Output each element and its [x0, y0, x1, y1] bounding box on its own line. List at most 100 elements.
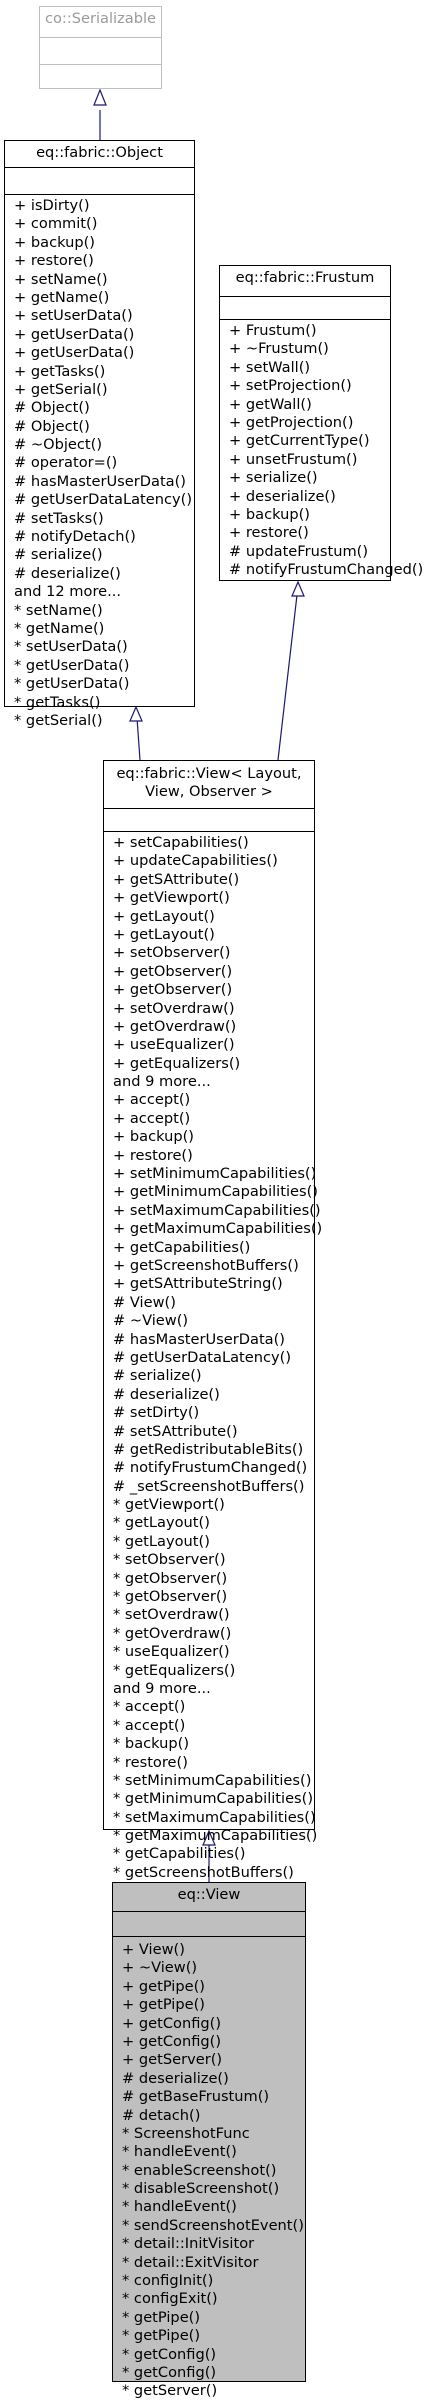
member: and 12 more... [14, 583, 122, 601]
member: + backup() [113, 1128, 194, 1146]
member: # getUserDataLatency() [14, 491, 193, 509]
member: * accept() [113, 1716, 186, 1734]
section-divider [5, 194, 194, 195]
member: * getViewport() [113, 1496, 225, 1514]
member: * getUserData() [14, 675, 130, 693]
section-divider [40, 37, 161, 38]
member-list: + isDirty() + commit() + backup() + rest… [5, 195, 194, 730]
member: + restore() [229, 524, 309, 542]
member: + setWall() [229, 358, 311, 376]
member: * getObserver() [113, 1588, 228, 1606]
member: * accept() [113, 1698, 186, 1716]
member: * detail::InitVisitor [122, 2235, 255, 2253]
attributes-section [104, 809, 314, 831]
member: # deserialize() [122, 2069, 229, 2087]
member: + getMinimumCapabilities() [113, 1183, 318, 1201]
member: * getLayout() [113, 1514, 210, 1532]
member: + isDirty() [14, 197, 90, 214]
section-divider [104, 831, 314, 832]
member: + accept() [113, 1109, 191, 1127]
methods-section [40, 65, 161, 89]
member: + getEqualizers() [113, 1054, 241, 1072]
member: + setObserver() [113, 944, 231, 962]
member: # updateFrustum() [229, 542, 369, 560]
member: + Frustum() [229, 322, 317, 339]
member-list: + setCapabilities() + updateCapabilities… [104, 832, 323, 1882]
member: # deserialize() [14, 564, 121, 582]
section-divider [113, 1936, 305, 1937]
member: # serialize() [113, 1367, 202, 1385]
member: + backup() [229, 505, 310, 523]
member: * detail::ExitVisitor [122, 2253, 259, 2271]
member: + getSAttributeString() [113, 1275, 283, 1293]
member: # operator=() [14, 454, 118, 472]
member: and 9 more... [113, 1073, 211, 1091]
member: * getMinimumCapabilities() [113, 1790, 314, 1808]
member: + ~Frustum() [229, 340, 329, 358]
member: + getCurrentType() [229, 432, 370, 450]
member: * getServer() [122, 2382, 218, 2400]
member: * setObserver() [113, 1551, 226, 1569]
member: * getMaximumCapabilities() [113, 1827, 318, 1845]
member: * getUserData() [14, 656, 130, 674]
member: + backup() [14, 233, 95, 251]
member: * handleEvent() [122, 2198, 237, 2216]
member: + restore() [113, 1146, 193, 1164]
member: + getUserData() [14, 325, 135, 343]
member: + setCapabilities() [113, 834, 249, 851]
member: # setTasks() [14, 509, 104, 527]
class-view-template[interactable]: eq::fabric::View< Layout, View, Observer… [103, 760, 322, 1881]
member: # notifyFrustumChanged() [229, 561, 424, 579]
member: + View() [122, 1941, 185, 1958]
class-object[interactable]: eq::fabric::Object + isDirty() + commit(… [4, 140, 195, 729]
member: * setUserData() [14, 638, 128, 656]
member-list: + View() + ~View() + getPipe() + getPipe… [113, 1937, 305, 2401]
member: # detach() [122, 2106, 201, 2124]
member: + getWall() [229, 395, 312, 413]
member: + getMaximumCapabilities() [113, 1220, 323, 1238]
member: * useEqualizer() [113, 1643, 230, 1661]
section-divider [113, 1911, 305, 1912]
member: # deserialize() [113, 1385, 220, 1403]
member: * getScreenshotBuffers() [113, 1863, 294, 1881]
arrowhead-viewtemplate [202, 1829, 216, 1846]
member: # setSAttribute() [113, 1422, 238, 1440]
member: + getViewport() [113, 889, 230, 907]
member: * getPipe() [122, 2308, 201, 2326]
member: + accept() [113, 1091, 191, 1109]
member: + getLayout() [113, 907, 215, 925]
member: + getOverdraw() [113, 1017, 237, 1035]
class-view[interactable]: eq::View + View() + ~View() + getPipe() … [112, 1882, 306, 2399]
member: * backup() [113, 1735, 190, 1753]
attributes-section [220, 297, 390, 319]
section-divider [40, 64, 161, 65]
class-serializable[interactable]: co::Serializable [39, 6, 162, 89]
member: + deserialize() [229, 487, 336, 505]
class-title: eq::fabric::View< Layout, View, Observer… [104, 761, 314, 808]
member: + getScreenshotBuffers() [113, 1256, 299, 1274]
class-title: eq::fabric::Object [36, 144, 163, 161]
member: + updateCapabilities() [113, 852, 278, 870]
member: + setProjection() [229, 377, 352, 395]
member: * getOverdraw() [113, 1624, 232, 1642]
member: * restore() [113, 1753, 188, 1771]
member: * getConfig() [122, 2345, 217, 2363]
arrowhead-frustum [291, 580, 305, 597]
arrowhead-object [129, 705, 143, 722]
member: * setOverdraw() [113, 1606, 230, 1624]
class-frustum[interactable]: eq::fabric::Frustum + Frustum() + ~Frust… [219, 265, 424, 581]
member: # notifyDetach() [14, 528, 136, 546]
member: # getBaseFrustum() [122, 2088, 270, 2106]
member: # hasMasterUserData() [113, 1330, 285, 1348]
member: * handleEvent() [122, 2143, 237, 2161]
member: + setUserData() [14, 307, 133, 325]
member: + setName() [14, 270, 108, 288]
member: + useEqualizer() [113, 1036, 235, 1054]
edge-viewtemplate-object [136, 717, 141, 761]
class-title: eq::fabric::Frustum [235, 269, 375, 286]
member: * disableScreenshot() [122, 2180, 280, 2198]
member: * getEqualizers() [113, 1661, 236, 1679]
member: + setMinimumCapabilities() [113, 1165, 317, 1183]
member: * setName() [14, 601, 103, 619]
member: + getName() [14, 288, 110, 306]
